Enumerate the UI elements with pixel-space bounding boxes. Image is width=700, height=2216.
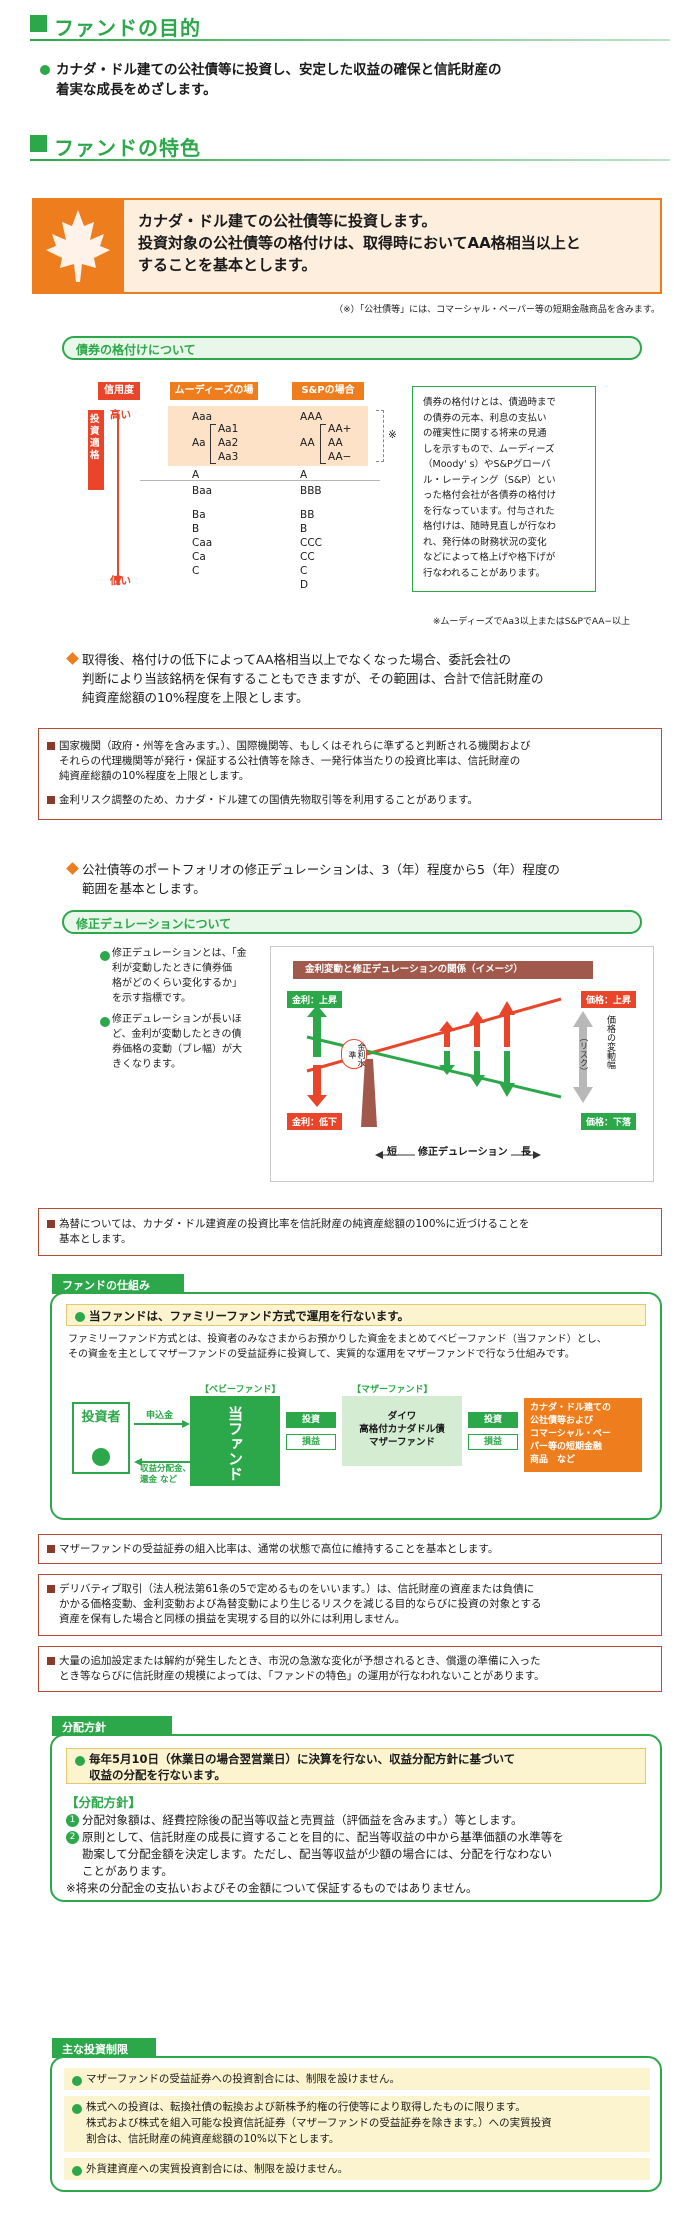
features-callout: カナダ・ドル建ての公社債等に投資します。 投資対象の公社債等の格付けは、取得時に… <box>32 198 662 294</box>
credit-axis: 投資適格 <box>88 410 128 590</box>
sp-aa: AA <box>300 437 315 449</box>
moodys-low-list: Ba B Caa Ca C <box>192 509 213 577</box>
restriction-1: マザーファンドの受益証券への投資割合には、制限を設けません。 <box>72 2071 400 2087</box>
maple-leaf-panel <box>32 198 124 294</box>
target-assets-box: カナダ・ドル建ての 公社債等および コマーシャル・ペー パー等の短期金融 商品 … <box>524 1398 642 1472</box>
duration-bullet-2: 修正デュレーションが長いほど、金利が変動したときの債券価格の変動（ブレ幅）が大き… <box>100 1012 260 1072</box>
distribution-headline: 毎年5月10日（休業日の場合翌営業日）に決算を行ない、収益分配方針に基づいて 収… <box>75 1751 515 1783</box>
redemption-label: 収益分配金、償還金 など <box>140 1464 200 1485</box>
rating-col-sp: S&Pの場合 <box>292 382 364 400</box>
rating-pill: 債券の格付けについて <box>62 336 642 360</box>
duration-text: 公社債等のポートフォリオの修正デュレーションは、3（年）程度から5（年）程度の … <box>68 860 668 898</box>
duration-bullet-1: 修正デュレーションとは、「金利が変動したときに債券価格がどのくらい変化するか」を… <box>100 946 260 1006</box>
rate-up-badge: 金利：上昇 <box>287 991 343 1008</box>
rating-note: ※ムーディーズでAa3以上またはS&PでAA−以上 <box>432 617 630 627</box>
diagram-title: 金利変動と修正デュレーションの関係（イメージ） <box>293 961 593 979</box>
restrictions-tab: 主な投資制限 <box>52 2038 156 2058</box>
note-derivatives: デリバティブ取引（法人税法第61条の5で定めるものをいいます。）は、信託財産の資… <box>38 1574 662 1636</box>
distribution-box: 毎年5月10日（休業日の場合翌営業日）に決算を行ない、収益分配方針に基づいて 収… <box>50 1734 662 1902</box>
aa-highlight <box>168 406 368 466</box>
notes-box-1: 国家機関（政府・州等を含みます。）、国際機関等、もしくはそれらに準ずると判断され… <box>38 728 662 820</box>
risk-label: （リスク） <box>578 1033 588 1076</box>
heading-square-icon <box>30 135 47 152</box>
mother-fund-box: ダイワ 高格付カナダドル債 マザーファンド <box>342 1396 462 1466</box>
invest-arrow-2: 投資 <box>468 1412 518 1428</box>
sp-aaa: AAA <box>300 411 323 423</box>
maple-leaf-icon <box>46 210 110 282</box>
pl-arrow-1: 損益 <box>286 1434 336 1450</box>
restriction-3: 外貨建資産への実質投資割合には、制限を設けません。 <box>72 2161 348 2177</box>
mechanism-tab: ファンドの仕組み <box>52 1274 184 1294</box>
mechanism-box: 当ファンドは、ファミリーファンド方式で運用を行ないます。 ファミリーファンド方式… <box>50 1292 662 1520</box>
pl-arrow-2: 損益 <box>468 1434 518 1450</box>
rate-level-label: 金利水準 <box>341 1039 367 1069</box>
downgrade-text: 取得後、格付けの低下によってAA格相当以上でなくなった場合、委託会社の 判断によ… <box>68 650 668 707</box>
investor-box: 投資者 <box>72 1402 130 1474</box>
mechanism-desc: ファミリーファンド方式とは、投資者のみなさまからお預かりした資金をまとめてベビー… <box>68 1334 607 1360</box>
fx-note-box: 為替については、カナダ・ドル建資産の投資比率を信託財産の純資産総額の100%に近… <box>38 1208 662 1256</box>
purpose-heading: ファンドの目的 <box>30 12 670 42</box>
low-label: 低い <box>110 575 131 587</box>
duration-axis-label: 修正デュレーション <box>415 1143 511 1158</box>
grade-divider <box>140 480 380 481</box>
note-futures: 金利リスク調整のため、カナダ・ドル建ての国債先物取引等を利用することがあります。 <box>47 793 651 808</box>
duration-diagram: 金利変動と修正デュレーションの関係（イメージ） 金利：上昇 金利：低下 価格：上… <box>270 946 654 1182</box>
features-heading: ファンドの特色 <box>30 132 670 162</box>
mechanism-headline: 当ファンドは、ファミリーファンド方式で運用を行ないます。 <box>75 1307 409 1325</box>
sp-low-list: BB B CCC CC C D <box>300 509 322 591</box>
moodys-aa: Aa <box>192 437 206 449</box>
price-up-badge: 価格：上昇 <box>581 991 637 1008</box>
distribution-tab: 分配方針 <box>52 1716 172 1736</box>
purpose-text: カナダ・ドル建ての公社債等に投資し、安定した収益の確保と信託財産の 着実な成長を… <box>40 60 660 100</box>
investment-grade-label: 投資適格 <box>90 414 100 461</box>
moodys-aaa: Aaa <box>192 411 213 423</box>
rating-col-moodys: ムーディーズの場合 <box>170 382 258 414</box>
restrictions-box: マザーファンドの受益証券への投資割合には、制限を設けません。 株式への投資は、転… <box>50 2056 662 2192</box>
note-issuer: 国家機関（政府・州等を含みます。）、国際機関等、もしくはそれらに準ずると判断され… <box>47 739 651 784</box>
subscription-label: 申込金 <box>146 1411 174 1421</box>
smile-icon <box>92 1448 110 1466</box>
note-mother-ratio: マザーファンドの受益証券の組入比率は、通常の状態で高位に維持することを基本としま… <box>38 1534 662 1564</box>
rate-down-badge: 金利：低下 <box>287 1113 343 1130</box>
restriction-2: 株式への投資は、転換社債の転換および新株予約権の行使等により取得したものに限りま… <box>72 2099 552 2147</box>
high-label: 高い <box>110 409 131 421</box>
note-large-flows: 大量の追加設定または解約が発生したとき、市況の急激な変化が予想されるとき、償還の… <box>38 1646 662 1692</box>
baby-fund-box: 当ファンド <box>190 1396 280 1486</box>
price-range-label: 価格の変動幅 <box>605 1015 615 1069</box>
duration-pill: 修正デュレーションについて <box>62 910 642 934</box>
rating-explain-box: 債券の格付けとは、債過時まで の債券の元本、利息の支払い の確実性に関する将来の… <box>412 386 596 592</box>
rating-col-credit: 信用度 <box>98 382 140 400</box>
invest-arrow-1: 投資 <box>286 1412 336 1428</box>
features-footnote: （※）「公社債等」には、コマーシャル・ペーパー等の短期金融商品を含みます。 <box>334 305 660 315</box>
policy-title: 【分配方針】 <box>66 1795 142 1810</box>
price-down-badge: 価格：下落 <box>581 1113 637 1130</box>
heading-square-icon <box>30 15 47 32</box>
